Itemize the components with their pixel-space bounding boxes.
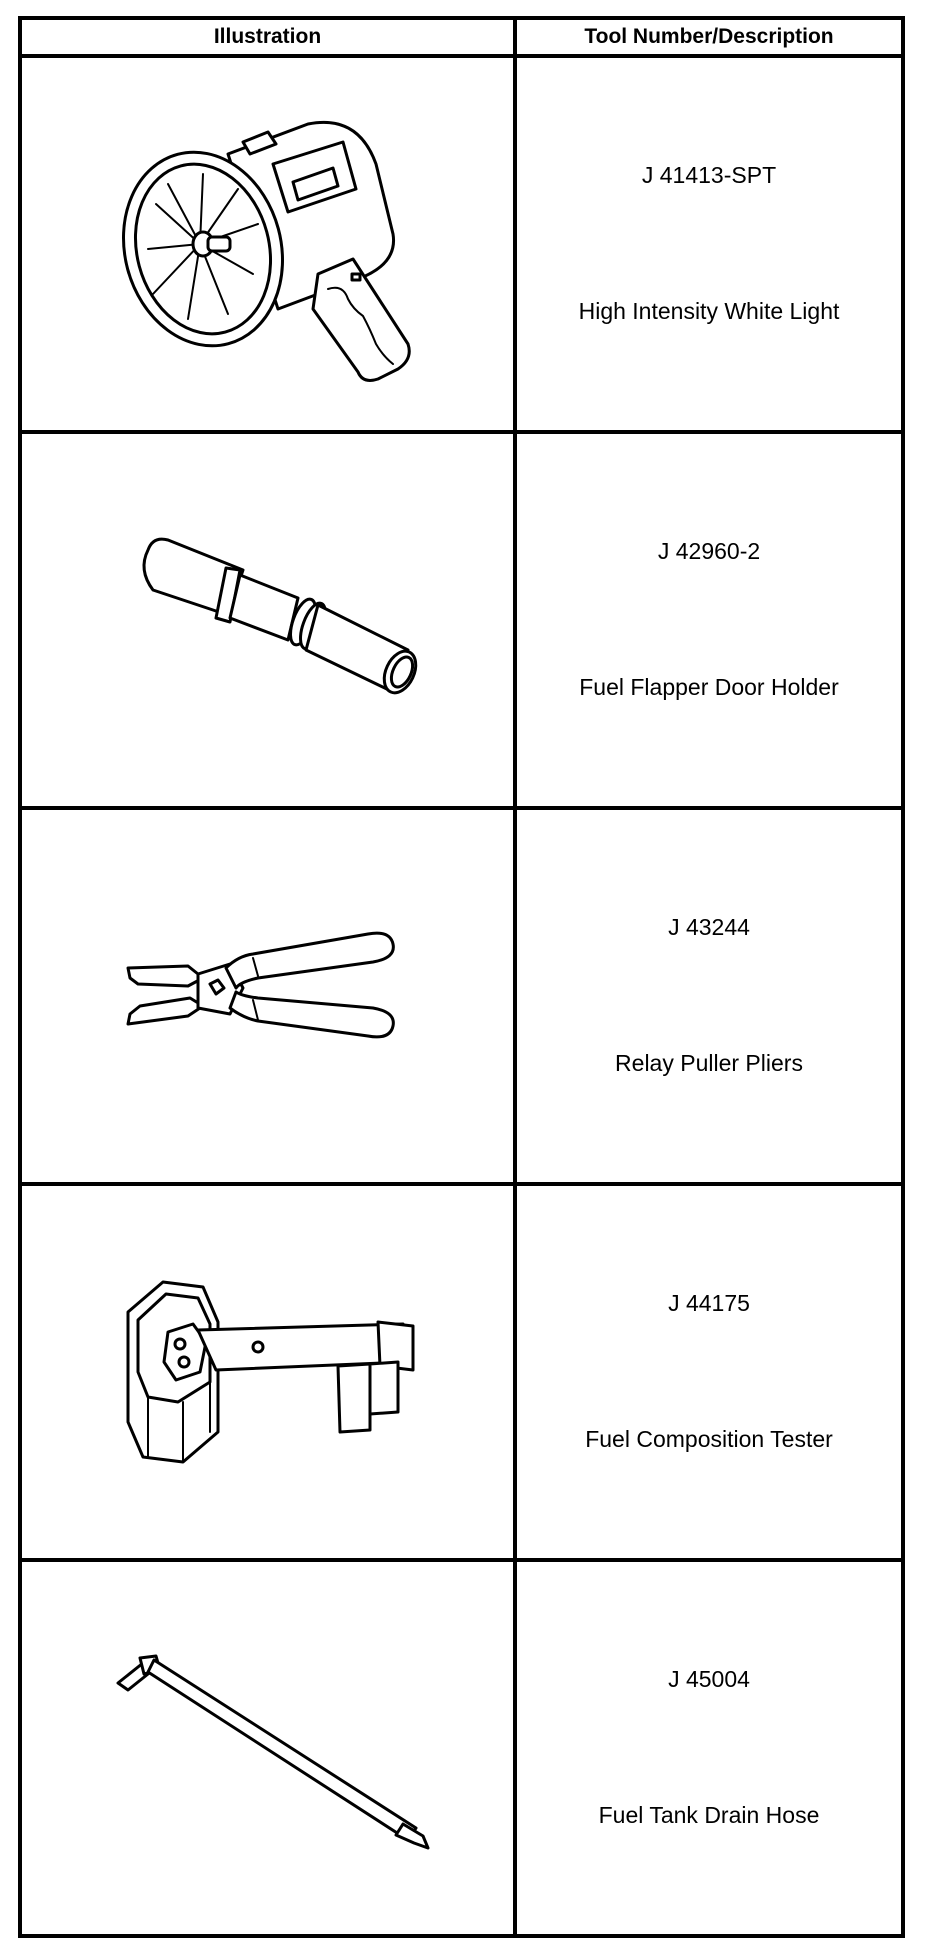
tool-number: J 45004: [668, 1666, 750, 1692]
special-tools-table: Illustration Tool Number/Description: [18, 16, 905, 1938]
table-row: J 41413-SPT High Intensity White Light: [18, 54, 905, 434]
table-row: J 43244 Relay Puller Pliers: [18, 806, 905, 1186]
tool-description: Fuel Composition Tester: [585, 1426, 833, 1452]
tool-number-description-column-header: Tool Number/Description: [513, 16, 905, 58]
tool-number: J 44175: [668, 1290, 750, 1316]
table-row: J 42960-2 Fuel Flapper Door Holder: [18, 430, 905, 810]
illustration-cell: [18, 1558, 517, 1938]
illustration-cell: [18, 1182, 517, 1562]
illustration-cell: [18, 430, 517, 810]
illustration-cell: [18, 806, 517, 1186]
table-row: J 45004 Fuel Tank Drain Hose: [18, 1558, 905, 1938]
fuel-composition-tester-icon: [126, 1280, 414, 1464]
drain-hose-icon: [116, 1654, 429, 1850]
illustration-cell: [18, 54, 517, 434]
relay-puller-pliers-icon: [126, 931, 395, 1039]
description-cell: J 43244 Relay Puller Pliers: [513, 806, 905, 1186]
description-cell: J 42960-2 Fuel Flapper Door Holder: [513, 430, 905, 810]
description-cell: J 41413-SPT High Intensity White Light: [513, 54, 905, 434]
flapper-door-holder-icon: [142, 537, 417, 695]
table-header-row: Illustration Tool Number/Description: [18, 16, 905, 58]
tool-description: Fuel Tank Drain Hose: [598, 1802, 820, 1828]
description-cell: J 45004 Fuel Tank Drain Hose: [513, 1558, 905, 1938]
description-cell: J 44175 Fuel Composition Tester: [513, 1182, 905, 1562]
tool-description: Relay Puller Pliers: [615, 1050, 803, 1076]
illustration-column-header: Illustration: [18, 16, 517, 58]
table-row: J 44175 Fuel Composition Tester: [18, 1182, 905, 1562]
tool-number: J 42960-2: [657, 538, 761, 564]
tool-description: High Intensity White Light: [578, 298, 840, 324]
spotlight-icon: [121, 120, 411, 382]
tool-number: J 41413-SPT: [641, 162, 777, 188]
tool-description: Fuel Flapper Door Holder: [579, 674, 839, 700]
tool-number: J 43244: [668, 914, 750, 940]
